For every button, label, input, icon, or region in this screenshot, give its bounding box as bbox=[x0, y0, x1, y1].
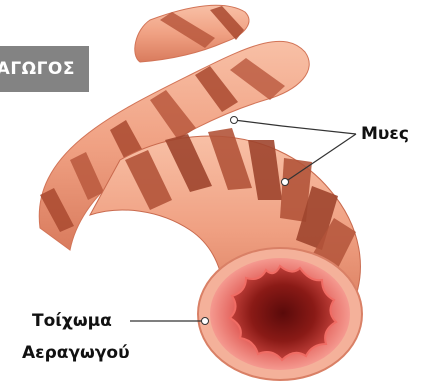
airway-wall-label-line1: Τοίχωμα bbox=[32, 311, 112, 331]
header-tag: ΑΓΩΓΟΣ bbox=[0, 46, 89, 92]
header-tag-text: ΑΓΩΓΟΣ bbox=[0, 46, 75, 92]
muscles-label: Μυες bbox=[361, 124, 409, 144]
airway-wall-label-line2: Αεραγωγού bbox=[22, 343, 130, 363]
airway-cross-section bbox=[198, 248, 362, 380]
